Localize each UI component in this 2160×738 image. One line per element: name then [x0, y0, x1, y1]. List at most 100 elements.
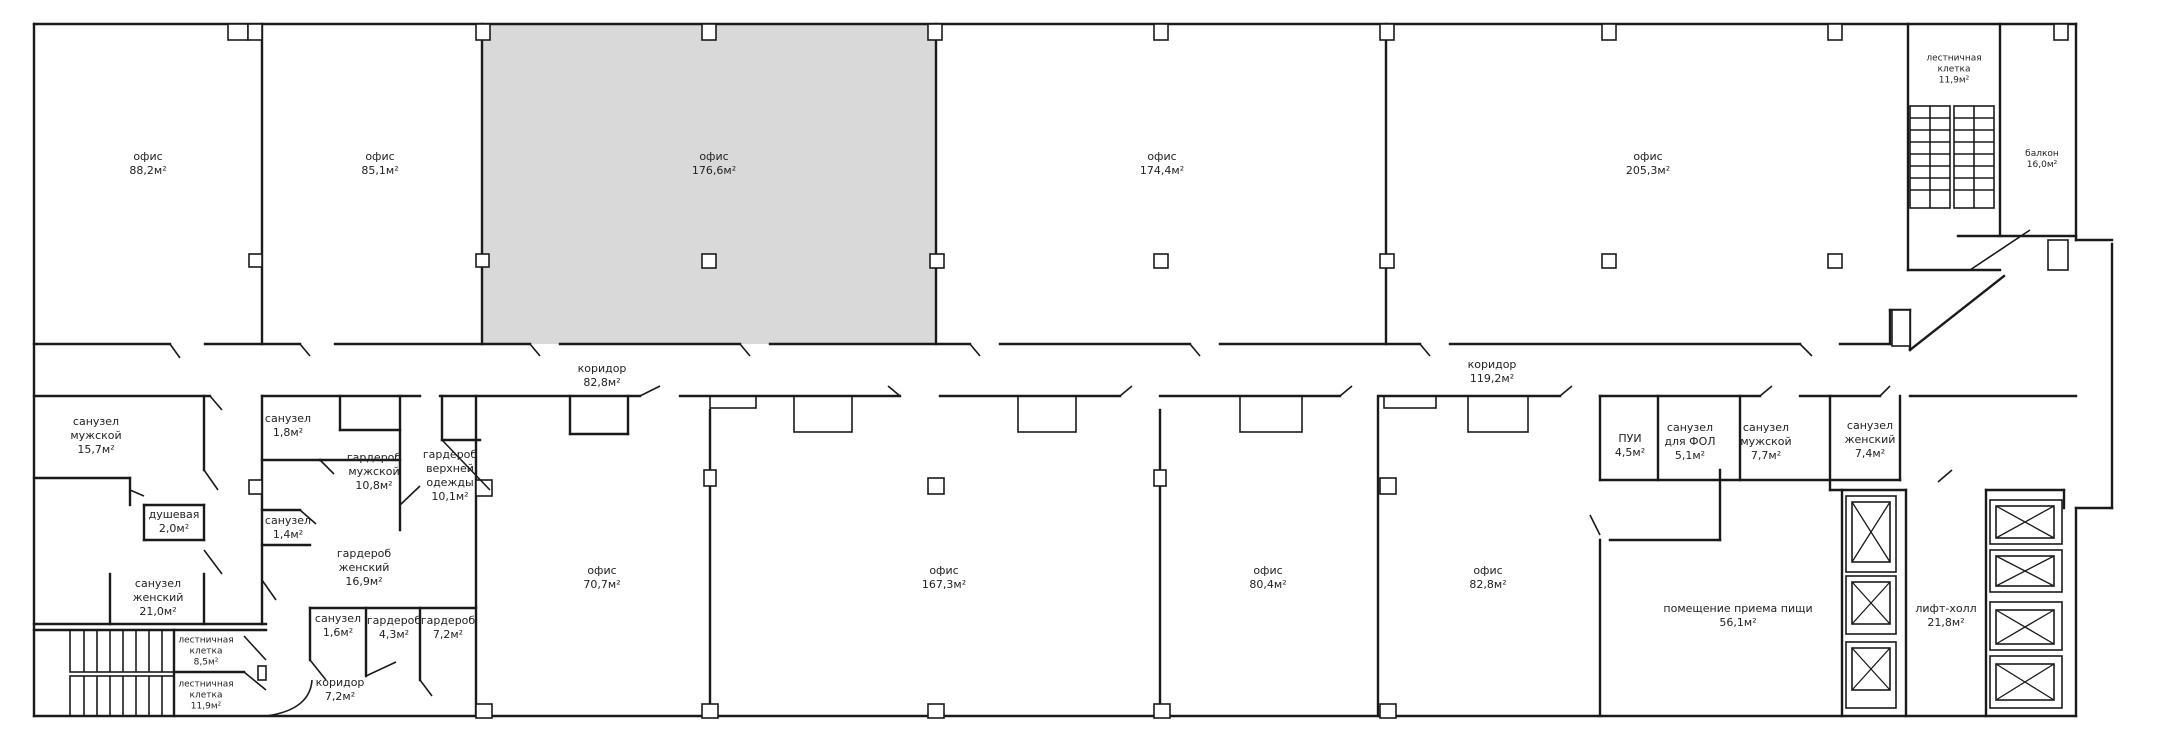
stair-left-1-area: 8,5м² — [193, 657, 219, 668]
office-3-area: 176,6м² — [691, 164, 737, 177]
wc-men-right-name: санузел мужской — [1740, 421, 1792, 448]
wardrobe-women-name: гардероб женский — [336, 547, 392, 574]
dining-name: помещение приема пищи — [1663, 602, 1813, 615]
shower-area: 2,0м² — [158, 522, 190, 535]
wc-women-left-name: санузел женский — [132, 577, 184, 604]
office-8-name: офис — [1253, 564, 1283, 577]
wc-small-1-name: санузел — [264, 412, 312, 425]
wardrobe-men-name: гардероб мужской — [346, 451, 402, 478]
left-stairs — [69, 629, 267, 717]
corridor-2-name: коридор — [1467, 358, 1517, 371]
columns — [227, 23, 2069, 719]
piu-name: ПУИ — [1618, 432, 1642, 445]
wc-small-3-area: 1,6м² — [322, 626, 354, 639]
piu-area: 4,5м² — [1614, 446, 1646, 459]
office-3-highlight[interactable] — [482, 24, 936, 344]
corridor-1-name: коридор — [577, 362, 627, 375]
doors — [129, 229, 2031, 717]
wc-men-right-area: 7,7м² — [1750, 449, 1782, 462]
office-6-name: офис — [587, 564, 617, 577]
stair-left-1-name: лестничная клетка — [178, 635, 234, 657]
office-6-area: 70,7м² — [583, 578, 621, 591]
dining-area: 56,1м² — [1719, 616, 1757, 629]
office-8-area: 80,4м² — [1249, 578, 1287, 591]
balcony-area: 16,0м² — [2026, 160, 2058, 170]
wc-men-left-area: 15,7м² — [77, 443, 115, 456]
wc-men-left-name: санузел мужской — [70, 415, 122, 442]
wardrobe-small-2-area: 7,2м² — [432, 628, 464, 641]
stair-top-area: 11,9м² — [1938, 75, 1970, 86]
top-partitions — [260, 22, 2078, 346]
corridor-walls — [32, 274, 2078, 398]
office-2-name: офис — [365, 150, 395, 163]
office-5-area: 205,3м² — [1625, 164, 1671, 177]
wardrobe-small-1-area: 4,3м² — [378, 628, 410, 641]
wc-women-left-area: 21,0м² — [139, 605, 177, 618]
stair-left-2-name: лестничная клетка — [178, 679, 234, 701]
stair-left-2-area: 11,9м² — [190, 701, 222, 712]
wc-small-1-area: 1,8м² — [272, 426, 304, 439]
wc-small-2-area: 1,4м² — [272, 528, 304, 541]
corridor-niches — [709, 395, 1529, 433]
office-9-name: офис — [1473, 564, 1503, 577]
wardrobe-men-area: 10,8м² — [355, 479, 393, 492]
office-5-name: офис — [1633, 150, 1663, 163]
corridor-1-area: 82,8м² — [583, 376, 621, 389]
wc-disabled-name: санузел для ФОЛ — [1664, 421, 1716, 448]
top-right-stairs — [1909, 105, 1995, 209]
office-2-area: 85,1м² — [361, 164, 399, 177]
stair-top-name: лестничная клетка — [1926, 53, 1982, 75]
lift-hall-name: лифт-холл — [1915, 602, 1977, 615]
corridor-small-name: коридор — [315, 676, 365, 689]
lower-partitions — [474, 394, 2066, 718]
wardrobe-women-area: 16,9м² — [345, 575, 383, 588]
office-9-area: 82,8м² — [1469, 578, 1507, 591]
office-1-area: 88,2м² — [129, 164, 167, 177]
wc-women-right-area: 7,4м² — [1854, 447, 1886, 460]
wardrobe-outer-name: гардероб верхней одежды — [422, 448, 478, 489]
corridor-2-area: 119,2м² — [1469, 372, 1515, 385]
exterior-walls — [32, 22, 2114, 718]
shower-name: душевая — [148, 508, 200, 521]
wardrobe-small-2-name: гардероб — [420, 614, 476, 627]
office-4-name: офис — [1147, 150, 1177, 163]
wc-women-right-name: санузел женский — [1844, 419, 1896, 446]
office-1-name: офис — [133, 150, 163, 163]
wc-small-2-name: санузел — [264, 514, 312, 527]
lift-hall-area: 21,8м² — [1927, 616, 1965, 629]
